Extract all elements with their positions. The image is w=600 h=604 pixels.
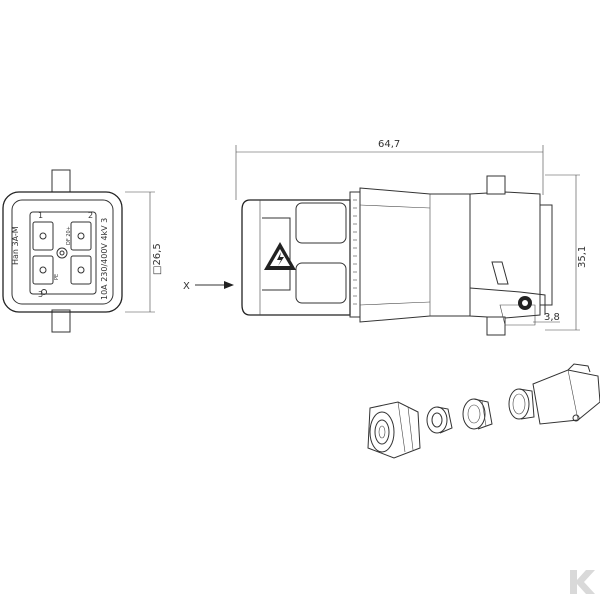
- knurl-ticks: [353, 199, 357, 305]
- connector-name-label: Han 3A-M: [11, 226, 20, 265]
- view-arrow-head-icon: [224, 281, 234, 289]
- micro-marking-pe: PE: [54, 274, 60, 280]
- view-marker-label: X: [183, 281, 190, 292]
- exploded-view: [367, 363, 600, 459]
- pin-contact: [77, 266, 85, 274]
- rating-label: 10A 230/400V 4kV 3: [100, 218, 109, 300]
- connector-body: [359, 187, 471, 323]
- pin-number-3: 3: [38, 290, 43, 299]
- seal-insert: [426, 406, 453, 434]
- housing-lug-bottom: [486, 316, 506, 336]
- contact-carrier: [508, 388, 535, 420]
- front-view: Han 3A-M 10A 230/400V 4kV 3 1 2 3 PE DF …: [2, 169, 163, 333]
- dim-offset: 3,8: [544, 312, 560, 323]
- front-housing-outer: [2, 191, 123, 313]
- coupling-ring: [349, 191, 361, 318]
- locking-pin: [491, 261, 509, 285]
- grip-pad-top: [295, 202, 347, 244]
- pin-cell-1: [32, 221, 54, 251]
- front-housing-inner: [11, 199, 114, 305]
- clamp-cage: [462, 398, 493, 430]
- housing-section: [469, 287, 546, 315]
- warning-panel: [262, 217, 291, 291]
- bottom-lug: [51, 309, 71, 333]
- center-screw-core: [59, 250, 65, 256]
- pin-number-2: 2: [88, 211, 93, 220]
- side-view: 64,7: [235, 139, 588, 336]
- gland-nut: [367, 401, 421, 459]
- contact-insert: [29, 211, 97, 295]
- high-voltage-warning-icon: [264, 242, 296, 270]
- dim-overall-length: 64,7: [378, 139, 400, 150]
- center-screw: [56, 247, 68, 259]
- kramp-k-logo-icon: [570, 570, 595, 594]
- plug-face: [241, 199, 351, 316]
- coding-dot: [41, 289, 47, 295]
- body-contour: [359, 204, 431, 209]
- pin-cell-pe: [70, 255, 92, 285]
- dim-front-height: □26,5: [152, 243, 163, 275]
- grip-pad-bottom: [295, 262, 347, 304]
- o-ring-core: [522, 300, 528, 306]
- housing-lug-top: [486, 175, 506, 195]
- body-contour: [359, 301, 431, 306]
- micro-marking-df: DF 20+: [66, 226, 72, 245]
- cable-end: [539, 204, 553, 306]
- view-marker-x: X: [183, 281, 234, 292]
- pin-number-1: 1: [38, 211, 43, 220]
- dim-side-height: 35,1: [577, 246, 588, 268]
- pin-cell-2: [70, 221, 92, 251]
- pin-contact: [77, 232, 85, 240]
- pin-contact: [39, 232, 47, 240]
- exploded-housing: [532, 363, 600, 425]
- pin-cell-3: [32, 255, 54, 285]
- top-lug: [51, 169, 71, 193]
- pin-contact: [39, 266, 47, 274]
